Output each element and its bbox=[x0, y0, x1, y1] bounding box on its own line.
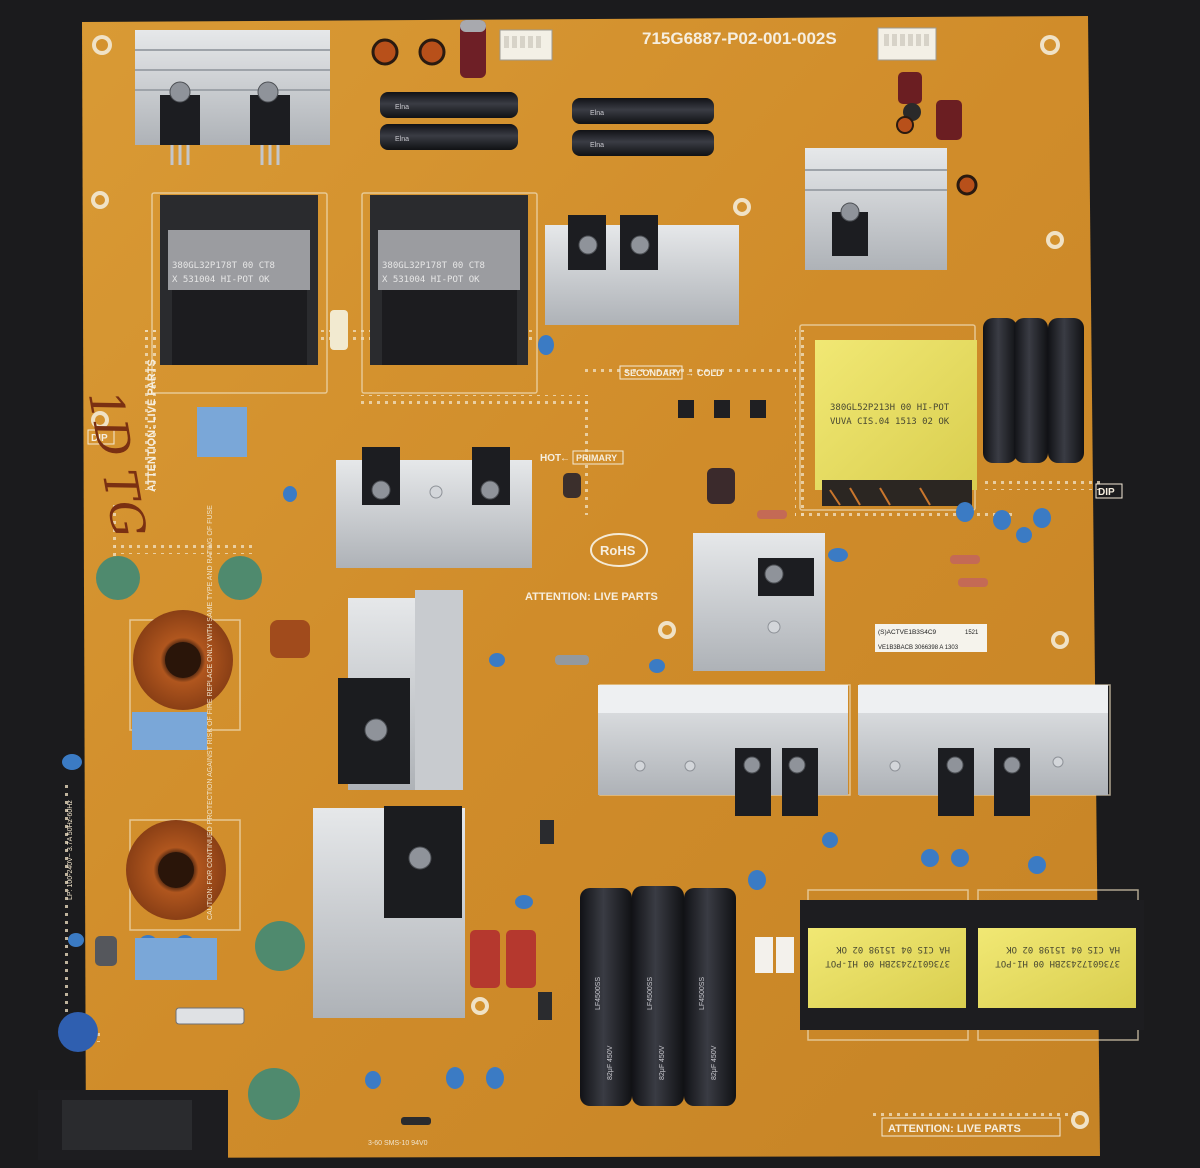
inductors-top bbox=[371, 20, 486, 78]
svg-text:RoHS: RoHS bbox=[600, 543, 636, 558]
small-electrolytic-left bbox=[95, 936, 117, 966]
svg-text:DIP: DIP bbox=[91, 433, 108, 444]
svg-text:(S)ACTVE1B3S4C9: (S)ACTVE1B3S4C9 bbox=[878, 629, 937, 636]
x-capacitors bbox=[132, 712, 217, 980]
small-electrolytic-1 bbox=[563, 473, 581, 498]
svg-text:COLD: COLD bbox=[697, 368, 723, 378]
heatsink-top-right bbox=[805, 148, 947, 270]
electrolytic-caps-top: Elna Elna Elna Elna bbox=[380, 92, 714, 156]
part-number: 715G6887-P02-001-002S bbox=[642, 29, 837, 48]
svg-text:X 531004 HI-POT OK: X 531004 HI-POT OK bbox=[382, 275, 480, 285]
svg-text:SECONDARY: SECONDARY bbox=[624, 368, 681, 378]
svg-text:DIP: DIP bbox=[1098, 487, 1115, 498]
svg-text:Elna: Elna bbox=[590, 110, 604, 117]
electrolytic-caps-right bbox=[983, 318, 1084, 463]
svg-text:HA CIS 04 15198 02 OK: HA CIS 04 15198 02 OK bbox=[836, 944, 950, 954]
white-resistor-blocks bbox=[755, 937, 794, 973]
attention-label-center: ATTENTION: LIVE PARTS bbox=[525, 591, 658, 603]
blue-x-capacitor-small bbox=[197, 407, 247, 457]
svg-text:1521: 1521 bbox=[965, 630, 979, 636]
main-transformer: 380GL52P213H 00 HI-POT VUVA CIS.04 1513 … bbox=[815, 340, 977, 506]
bottom-code: 3-60 SMS-10 94V0 bbox=[368, 1140, 428, 1147]
svg-text:380GL32P178T 00 CT8: 380GL32P178T 00 CT8 bbox=[172, 261, 275, 271]
inductor-small bbox=[270, 620, 310, 658]
small-electrolytic-2 bbox=[707, 468, 735, 504]
attention-label-bottom: ATTENTION: LIVE PARTS bbox=[881, 1117, 1061, 1137]
svg-text:LP: 100-240V~ 3.7A 50Hz-60Hz: LP: 100-240V~ 3.7A 50Hz-60Hz bbox=[67, 800, 74, 900]
svg-text:LF4500SS: LF4500SS bbox=[595, 977, 602, 1010]
svg-text:380GL52P213H 00 HI-POT: 380GL52P213H 00 HI-POT bbox=[830, 403, 950, 413]
svg-text:373G0172432BH 00 HI-POT: 373G0172432BH 00 HI-POT bbox=[995, 958, 1120, 968]
optocouplers bbox=[678, 400, 766, 418]
svg-text:Elna: Elna bbox=[395, 136, 409, 143]
diodes-resistors bbox=[401, 510, 988, 1125]
thermistors-top bbox=[96, 556, 262, 600]
input-rating-text: LP: 100-240V~ 3.7A 50Hz-60Hz bbox=[67, 800, 74, 900]
heatsink-output-right bbox=[858, 685, 1108, 816]
svg-text:VUVA CIS.04 1513 02 OK: VUVA CIS.04 1513 02 OK bbox=[830, 417, 950, 427]
heatsink-bridge bbox=[338, 590, 463, 790]
heatsink-center-upper bbox=[545, 215, 739, 325]
svg-text:PRIMARY: PRIMARY bbox=[576, 453, 617, 463]
thermistors-bottom bbox=[248, 921, 305, 1120]
nylon-standoff-1 bbox=[330, 310, 348, 350]
svg-text:Elna: Elna bbox=[395, 104, 409, 111]
heatsink-output-left bbox=[598, 685, 848, 816]
svg-text:373G0172432BH 00 HI-POT: 373G0172432BH 00 HI-POT bbox=[825, 958, 950, 968]
heatsink-top-left bbox=[135, 30, 330, 165]
svg-text:CAUTION: FOR CONTINUED PROTECT: CAUTION: FOR CONTINUED PROTECTION AGAINS… bbox=[207, 505, 214, 920]
ac-inlet bbox=[38, 1090, 228, 1160]
svg-text:→: → bbox=[685, 368, 694, 378]
svg-text:82μF 450V: 82μF 450V bbox=[711, 1045, 718, 1080]
svg-text:VE1B3BACB 3066398 A 1303: VE1B3BACB 3066398 A 1303 bbox=[878, 645, 959, 651]
dip-label-left: DIP bbox=[87, 429, 115, 445]
hot-primary-label: HOT ← PRIMARY bbox=[540, 450, 624, 465]
barcode-label: (S)ACTVE1B3S4C9 VE1B3BACB 3066398 A 1303… bbox=[875, 624, 987, 652]
svg-text:82μF 450V: 82μF 450V bbox=[607, 1045, 614, 1080]
dip-label-right: DIP bbox=[1095, 483, 1123, 499]
small-caps-top-right bbox=[896, 72, 978, 196]
heatsink-pfc bbox=[313, 806, 465, 1018]
svg-text:X 531004 HI-POT OK: X 531004 HI-POT OK bbox=[172, 275, 270, 285]
heatsink-center bbox=[336, 447, 532, 568]
svg-text:HOT: HOT bbox=[540, 453, 561, 464]
fuse bbox=[175, 1007, 245, 1025]
caution-text: CAUTION: FOR CONTINUED PROTECTION AGAINS… bbox=[207, 505, 214, 920]
svg-text:LF4500SS: LF4500SS bbox=[699, 977, 706, 1010]
svg-text:ATTENTION: LIVE PARTS: ATTENTION: LIVE PARTS bbox=[888, 1123, 1021, 1135]
svg-text:82μF 450V: 82μF 450V bbox=[659, 1045, 666, 1080]
film-capacitors-red bbox=[470, 930, 536, 988]
rohs-mark: RoHS bbox=[590, 533, 648, 567]
svg-text:380GL32P178T 00 CT8: 380GL32P178T 00 CT8 bbox=[382, 261, 485, 271]
bulk-capacitors: 82μF 450V 82μF 450V 82μF 450V LF4500SS L… bbox=[580, 886, 736, 1106]
secondary-cold-label: SECONDARY → COLD bbox=[619, 365, 723, 380]
y-capacitor-blue bbox=[58, 1012, 98, 1052]
svg-text:←: ← bbox=[560, 453, 570, 464]
output-transformer-2: 373G0172432BH 00 HI-POT HA CIS 04 15198 … bbox=[972, 900, 1144, 1030]
svg-text:HA CIS 04 15198 02 OK: HA CIS 04 15198 02 OK bbox=[1006, 944, 1120, 954]
svg-text:Elna: Elna bbox=[590, 142, 604, 149]
standby-transformer-2: 380GL32P178T 00 CT8 X 531004 HI-POT OK bbox=[370, 195, 528, 365]
svg-text:LF4500SS: LF4500SS bbox=[647, 977, 654, 1010]
standby-transformer-1: 380GL32P178T 00 CT8 X 531004 HI-POT OK bbox=[160, 195, 318, 365]
heatsink-middle-right bbox=[693, 533, 825, 671]
common-mode-choke-1 bbox=[133, 610, 233, 710]
common-mode-choke-2 bbox=[126, 820, 226, 920]
attention-label-left: ATTENTION: LIVE PARTS bbox=[146, 359, 158, 492]
output-transformer-1: 373G0172432BH 00 HI-POT HA CIS 04 15198 … bbox=[800, 900, 972, 1030]
